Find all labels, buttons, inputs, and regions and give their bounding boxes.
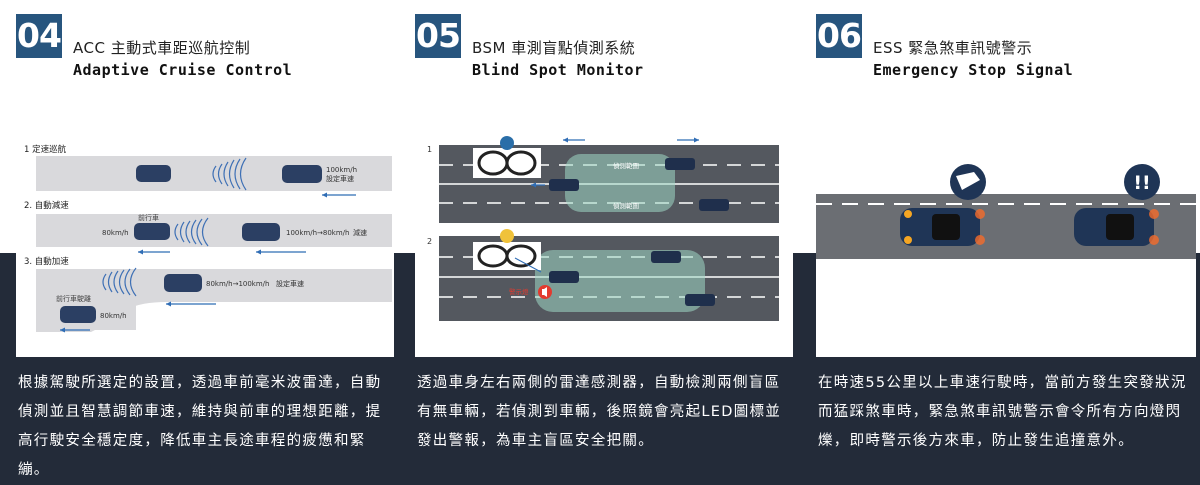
flashing-indicator — [904, 210, 912, 218]
feature-title: ESS 緊急煞車訊號警示 — [873, 39, 1033, 57]
mirror-icon — [477, 150, 509, 176]
front-car-label: 前行車 — [138, 213, 159, 222]
bsm-scene-label: 1 — [427, 145, 432, 154]
speed-label: 80km/h — [102, 229, 129, 237]
speed-label: 80km/h — [100, 312, 127, 320]
feature-subtitle: Adaptive Cruise Control — [73, 61, 293, 79]
own-car — [282, 165, 322, 183]
feature-acc: 04 ACC 主動式車距巡航控制 Adaptive Cruise Control… — [16, 0, 396, 485]
flashing-indicator — [975, 209, 985, 219]
decel-word: 減速 — [353, 228, 367, 237]
bsm-led-icon — [500, 229, 514, 243]
feature-description: 透過車身左右兩側的雷達感測器，自動檢測兩側盲區有無車輛，若偵測到車輛，後照鏡會亮… — [417, 375, 782, 449]
other-car — [685, 294, 715, 306]
front-car-leaving-label: 前行車駛離 — [56, 294, 91, 303]
acc-illustration: 1 定速巡航 100km/h 設定車速 2. 自動減速 前行車 80km/h 1… — [16, 132, 394, 357]
flashing-indicator — [904, 236, 912, 244]
own-car — [549, 271, 579, 283]
feature-bsm: 05 BSM 車測盲點偵測系統 Blind Spot Monitor 1 偵測範… — [415, 0, 795, 485]
flashing-indicator — [1149, 209, 1159, 219]
set-speed-label: 設定車速 — [326, 174, 354, 183]
feature-ess: 06 ESS 緊急煞車訊號警示 Emergency Stop Signal !!… — [816, 0, 1196, 485]
feature-description: 根據駕駛所選定的設置，透過車前毫米波雷達，自動偵測並且智慧調節車速，維持與前車的… — [18, 375, 382, 478]
bsm-led-icon — [500, 136, 514, 150]
own-car — [549, 179, 579, 191]
front-car — [60, 306, 96, 323]
detection-label: 偵測範圍 — [613, 161, 639, 170]
warning-icon — [1124, 164, 1160, 200]
front-car — [134, 223, 170, 240]
radar-waves — [212, 157, 247, 191]
other-car — [651, 251, 681, 263]
bsm-illustration: 1 偵測範圍 偵測範圍 2 — [415, 132, 793, 357]
flashing-indicator — [975, 235, 985, 245]
own-car — [164, 274, 202, 292]
other-car — [665, 158, 695, 170]
detection-zone — [535, 250, 705, 312]
detection-zone — [565, 154, 675, 212]
feature-title: ACC 主動式車距巡航控制 — [73, 39, 251, 57]
feature-number: 05 — [415, 14, 461, 58]
radar-waves — [174, 217, 209, 247]
mirror-icon — [505, 244, 537, 268]
feature-description: 在時速55公里以上車速行駛時，當前方發生突發狀況而猛踩煞車時，緊急煞車訊號警示會… — [818, 375, 1187, 449]
acc-row-label: 2. 自動減速 — [24, 200, 69, 211]
mirror-icon — [477, 244, 509, 268]
accel-label: 80km/h→100km/h — [206, 280, 269, 288]
acc-row-label: 3. 自動加速 — [24, 256, 69, 267]
ess-illustration: !! — [816, 132, 1196, 357]
bsm-scene-label: 2 — [427, 237, 432, 246]
other-car — [699, 199, 729, 211]
detection-label: 偵測範圍 — [613, 201, 639, 210]
set-speed-label: 設定車速 — [276, 279, 304, 288]
feature-number: 04 — [16, 14, 62, 58]
alert-label: 警示燈 — [509, 287, 529, 296]
radar-waves — [102, 267, 137, 297]
flashing-indicator — [1149, 235, 1159, 245]
feature-subtitle: Blind Spot Monitor — [472, 61, 644, 79]
own-car — [242, 223, 280, 241]
feature-title: BSM 車測盲點偵測系統 — [472, 39, 636, 57]
decel-label: 100km/h→80km/h — [286, 229, 349, 237]
speed-label: 100km/h — [326, 166, 357, 174]
warning-symbol: !! — [1133, 172, 1150, 194]
road-lane — [36, 214, 392, 247]
road-lane — [36, 156, 392, 191]
feature-subtitle: Emergency Stop Signal — [873, 61, 1074, 79]
feature-number: 06 — [816, 14, 862, 58]
mirror-icon — [505, 150, 537, 176]
front-car — [136, 165, 171, 182]
acc-row-label: 1 定速巡航 — [24, 144, 67, 155]
